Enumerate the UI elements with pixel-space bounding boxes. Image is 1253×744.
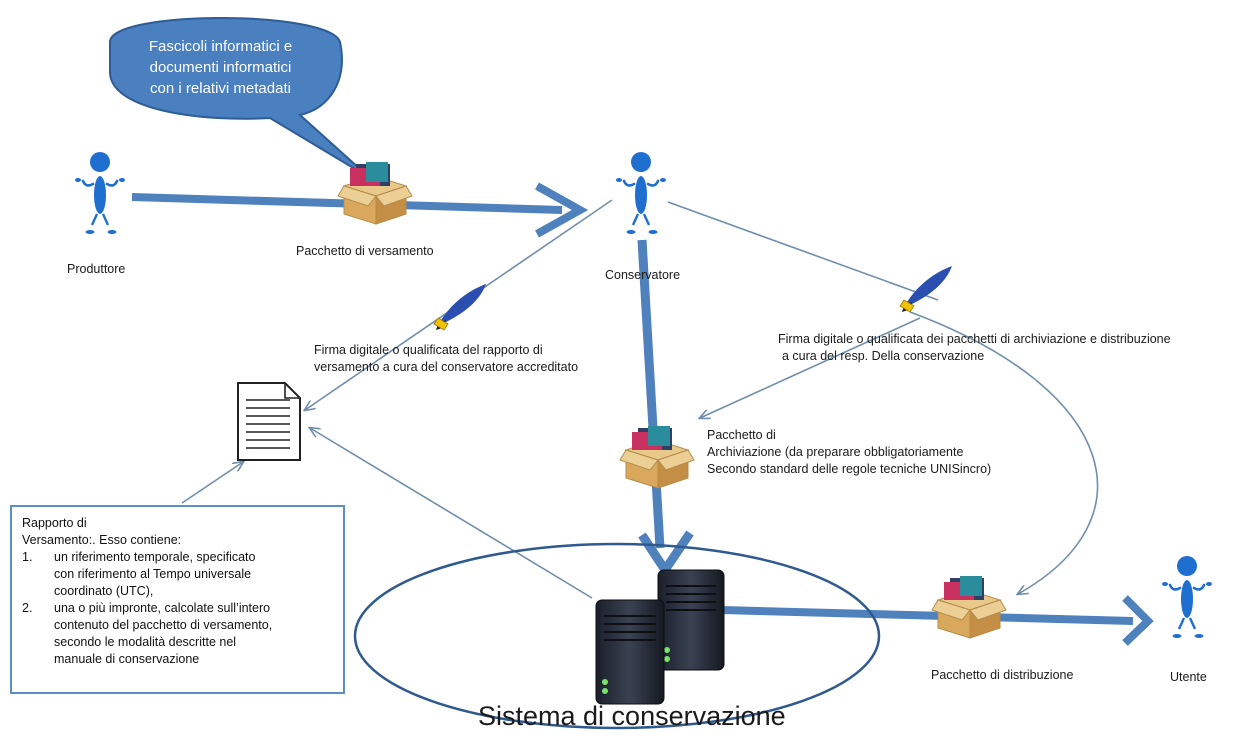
speech-bubble [109, 17, 371, 179]
report-item-line: coordinato (UTC), [54, 584, 154, 598]
connector-to-archiviazione [700, 317, 921, 418]
conservatore-label: Conservatore [605, 268, 681, 282]
report-item: 2. una o più impronte, calcolate sull’in… [22, 600, 333, 668]
produttore-label: Produttore [67, 262, 126, 276]
bubble-line: Fascicoli informatici e [148, 38, 293, 55]
report-item-line: manuale di conservazione [54, 652, 200, 666]
firma-pacchetti-line: a cura del resp. Della conservazione [782, 349, 985, 363]
report-item-line: una o più impronte, calcolate sull’inter… [54, 601, 271, 615]
archiviazione-line: Archiviazione (da preparare obbligatoria… [707, 445, 964, 459]
report-item: 1. un riferimento temporale, specificato… [22, 549, 333, 600]
report-item-number: 1. [22, 550, 33, 564]
pacchetto-archiviazione-box-icon [619, 425, 695, 489]
connector-to-pen-right [667, 201, 939, 301]
rapporto-versamento-box: Rapporto di Versamento:. Esso contiene: … [10, 505, 345, 694]
report-heading: Versamento:. Esso contiene: [22, 533, 182, 547]
firma-rapporto-label: Firma digitale o qualificata del rapport… [314, 342, 578, 376]
conservatore-person-icon [614, 150, 668, 236]
report-heading: Rapporto di [22, 516, 87, 530]
bubble-text: Fascicoli informatici e documenti inform… [118, 36, 323, 99]
pacchetto-versamento-label: Pacchetto di versamento [296, 244, 434, 258]
produttore-person-icon [73, 150, 127, 236]
flow-arrows [131, 182, 1154, 646]
pacchetto-archiviazione-label: Pacchetto di Archiviazione (da preparare… [707, 427, 991, 478]
server-icon [595, 569, 725, 705]
sistema-title: Sistema di conservazione [478, 701, 786, 731]
archiviazione-line: Pacchetto di [707, 428, 776, 442]
pacchetto-distribuzione-box-icon [931, 575, 1007, 639]
signature-pen-icon-left [433, 283, 487, 331]
bubble-line: con i relativi metadati [150, 80, 291, 97]
thin-connectors [181, 199, 1099, 599]
report-item-number: 2. [22, 601, 33, 615]
report-item-line: contenuto del pacchetto di versamento, [54, 618, 273, 632]
pacchetto-versamento-box-icon [337, 161, 413, 225]
utente-person-icon [1160, 554, 1214, 640]
report-item-line: un riferimento temporale, specificato [54, 550, 256, 564]
bubble-line: documenti informatici [149, 59, 292, 76]
flow-conservatore-to-sistema [637, 239, 665, 549]
firma-rapporto-line: Firma digitale o qualificata del rapport… [314, 343, 543, 357]
report-item-line: secondo le modalità descritte nel [54, 635, 237, 649]
firma-pacchetti-label: Firma digitale o qualificata dei pacchet… [778, 331, 1171, 365]
pacchetto-distribuzione-label: Pacchetto di distribuzione [931, 668, 1074, 682]
flow-sistema-to-utente [721, 606, 1134, 625]
utente-label: Utente [1170, 670, 1207, 684]
firma-pacchetti-line: Firma digitale o qualificata dei pacchet… [778, 332, 1171, 346]
connector-sistema-to-report [310, 428, 593, 599]
report-item-line: con riferimento al Tempo universale [54, 567, 252, 581]
firma-rapporto-line: versamento a cura del conservatore accre… [314, 360, 579, 374]
sistema-ellipse [353, 542, 881, 730]
report-document-icon [237, 382, 301, 461]
report-list: 1. un riferimento temporale, specificato… [22, 549, 333, 668]
connector-box-to-report [181, 462, 243, 504]
connector-to-distribuzione [909, 311, 1099, 594]
archiviazione-line: Secondo standard delle regole tecniche U… [707, 462, 992, 476]
